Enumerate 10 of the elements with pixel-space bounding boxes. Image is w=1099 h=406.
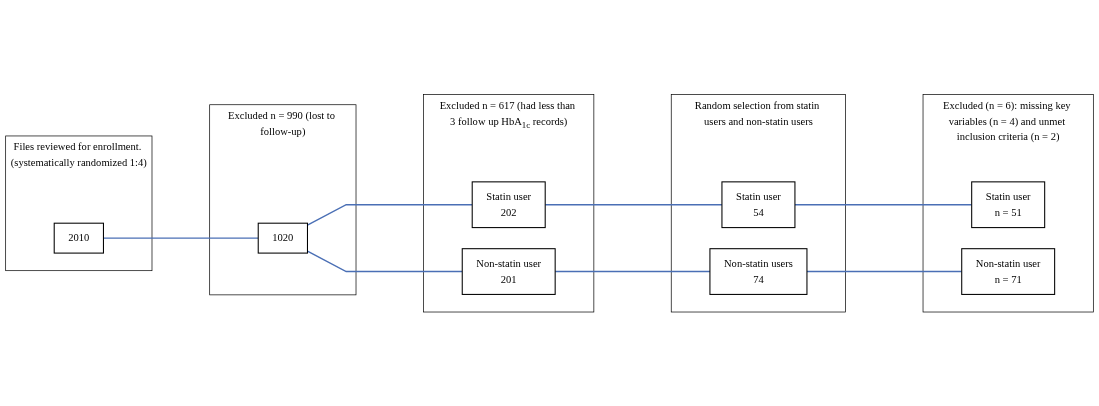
connector (306, 250, 463, 272)
node-box: Non-statin users 74 (709, 247, 808, 295)
node-box: Statin user 54 (721, 181, 796, 228)
node-box: Non-statin user n = 71 (961, 247, 1056, 295)
node-box: 2010 (53, 222, 104, 254)
connector (306, 203, 473, 226)
node-box: 1020 (257, 222, 308, 254)
node-box: Statin user n = 51 (971, 181, 1046, 228)
node-box: Non-statin user 201 (461, 247, 556, 295)
node-box: Statin user 202 (471, 181, 546, 228)
